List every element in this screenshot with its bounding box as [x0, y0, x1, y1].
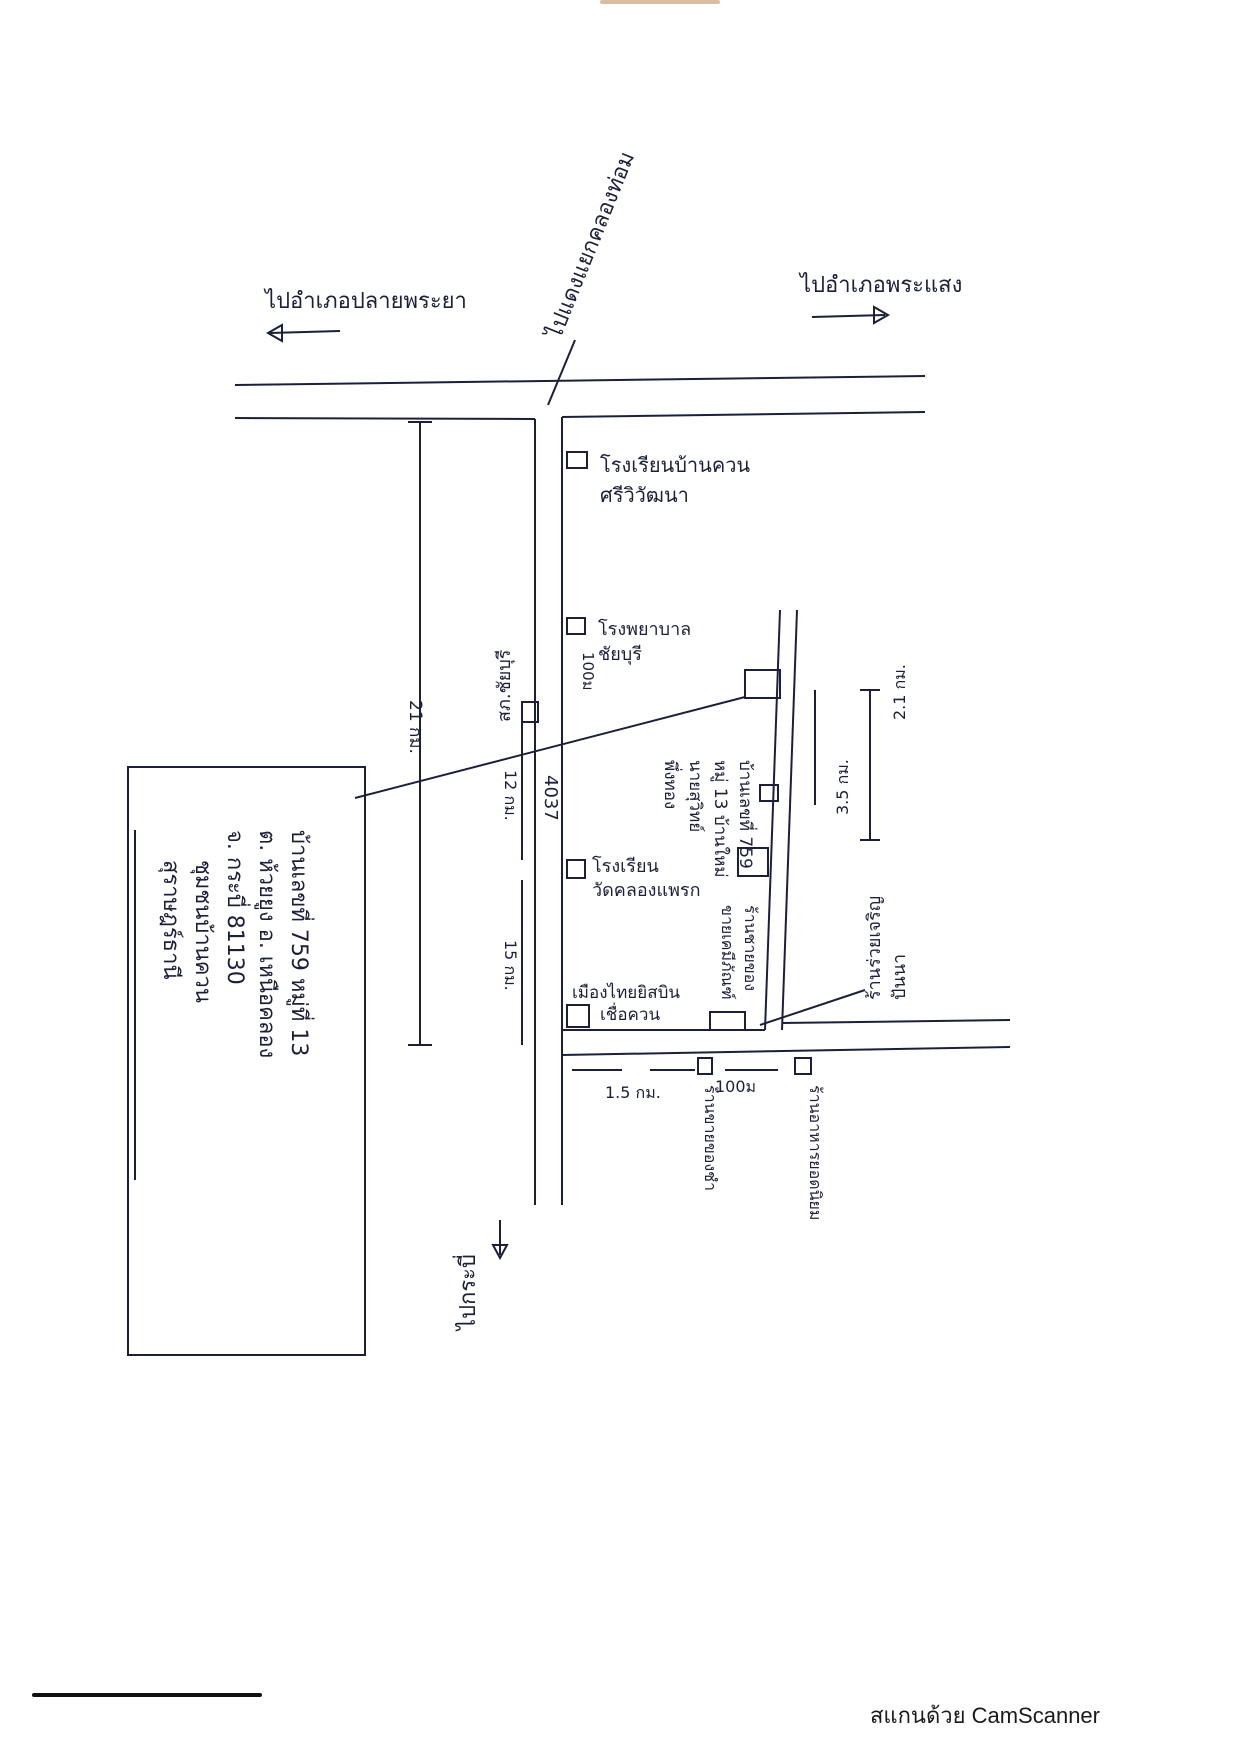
label-hospital-2: ชัยบุรี: [598, 644, 642, 665]
direction-krabi: ไปกระบี่: [452, 1254, 481, 1332]
distance-label-15b: 1.5 กม.: [605, 1083, 661, 1102]
label-grocery: ร้านร่วยเจริญ: [864, 896, 885, 1000]
lower-road-top-right: [781, 1019, 1011, 1024]
grocery-pointer: [759, 989, 866, 1026]
food-shop-box: [794, 1057, 812, 1075]
label-hospital: โรงพยาบาล: [598, 618, 691, 640]
shop-box: [759, 784, 779, 802]
label-school-ban-khuan-2: ศรีวิวัฒนา: [600, 483, 689, 507]
diagonal-road: [547, 339, 576, 406]
label-school-wat-2: วัดคลองแพรก: [592, 880, 701, 901]
arrow-left-head: [265, 323, 283, 343]
house-box: [744, 669, 781, 699]
label-school-wat: โรงเรียน: [592, 855, 659, 877]
address-line-5: สุราษฎร์ธานี: [158, 860, 183, 980]
label-school-ban-khuan: โรงเรียนบ้านควน: [600, 453, 750, 477]
arrow-right-shaft: [811, 314, 886, 318]
side-road-right: [781, 609, 798, 1031]
shop-below-box: [697, 1057, 713, 1075]
address-line-2: ต. ห้วยยูง อ. เหนือคลอง: [254, 830, 279, 1058]
address-line-4: ชุมชนบ้านควน: [190, 860, 215, 1003]
lower-road-bottom: [561, 1046, 1011, 1056]
school-box: [566, 451, 588, 469]
label-house-location: บ้านเลขที่ 759: [735, 760, 758, 869]
chem-shop-box: [737, 847, 769, 877]
label-grocery-2: ปันนา: [889, 954, 910, 1000]
label-house-location-2: หมู่ 13 บ้านใหม่: [710, 760, 731, 878]
police-box: [521, 701, 539, 723]
direction-phra-saeng: ไปอำเภอพระแสง: [798, 272, 962, 298]
pointer-line: [354, 696, 746, 799]
address-line-3: จ. กระบี่ 81130: [222, 830, 251, 985]
top-road-edge-2b: [561, 411, 926, 418]
side-road-left: [764, 609, 781, 1031]
address-box: [127, 766, 366, 1356]
label-shop-below: ร้านขายของชำ: [701, 1085, 720, 1191]
paper-smudge: [600, 0, 720, 4]
label-market: เมืองไทยยิสบิน: [572, 982, 680, 1003]
label-food-shop: ร้านอาหารยอดนิยม: [806, 1085, 825, 1220]
distance-label-15: 15 กม.: [501, 940, 520, 991]
school-wat-box: [566, 859, 586, 879]
grocery-box: [709, 1011, 746, 1031]
arrow-right-head: [873, 305, 891, 325]
market-box: [566, 1004, 590, 1028]
distance-label-35: 3.5 กม.: [833, 759, 852, 815]
distance-label-100m-top: 100ม: [579, 652, 597, 691]
label-house-owner: นายสุวิทย์: [685, 760, 705, 832]
label-market-2: เชื่อควน: [600, 1002, 660, 1025]
label-shop-corner-2: ขายเคมีภัณฑ์: [718, 905, 737, 1000]
arrow-down-head: [491, 1244, 509, 1261]
distance-label-21b: 2.1 กม.: [890, 664, 909, 720]
road-number: 4037: [540, 775, 561, 821]
top-road-edge-1: [234, 375, 926, 386]
label-police: สภ.ชัยบุรี: [494, 649, 515, 722]
address-line-1: บ้านเลขที่ 759 หมู่ที่ 13: [286, 830, 315, 1056]
scanner-watermark: สแกนด้วย CamScanner: [869, 1703, 1100, 1728]
arrow-left-shaft: [269, 330, 341, 334]
scan-edge-mark: [32, 1693, 262, 1697]
direction-plai-phraya: ไปอำเภอปลายพระยา: [263, 288, 467, 314]
direction-khlong-thom: ไปแดงแยกคลองท่อม: [541, 148, 640, 344]
distance-label-21: 21 กม.: [405, 700, 425, 754]
label-shop-corner: ร้านชายของ: [741, 905, 760, 991]
hospital-box: [566, 617, 586, 635]
distance-label-100m: 100ม: [715, 1077, 756, 1096]
distance-label-12: 12 กม.: [501, 770, 520, 821]
label-house-owner-2: พึ่งทอง: [660, 760, 683, 809]
top-road-edge-2a: [234, 417, 536, 420]
